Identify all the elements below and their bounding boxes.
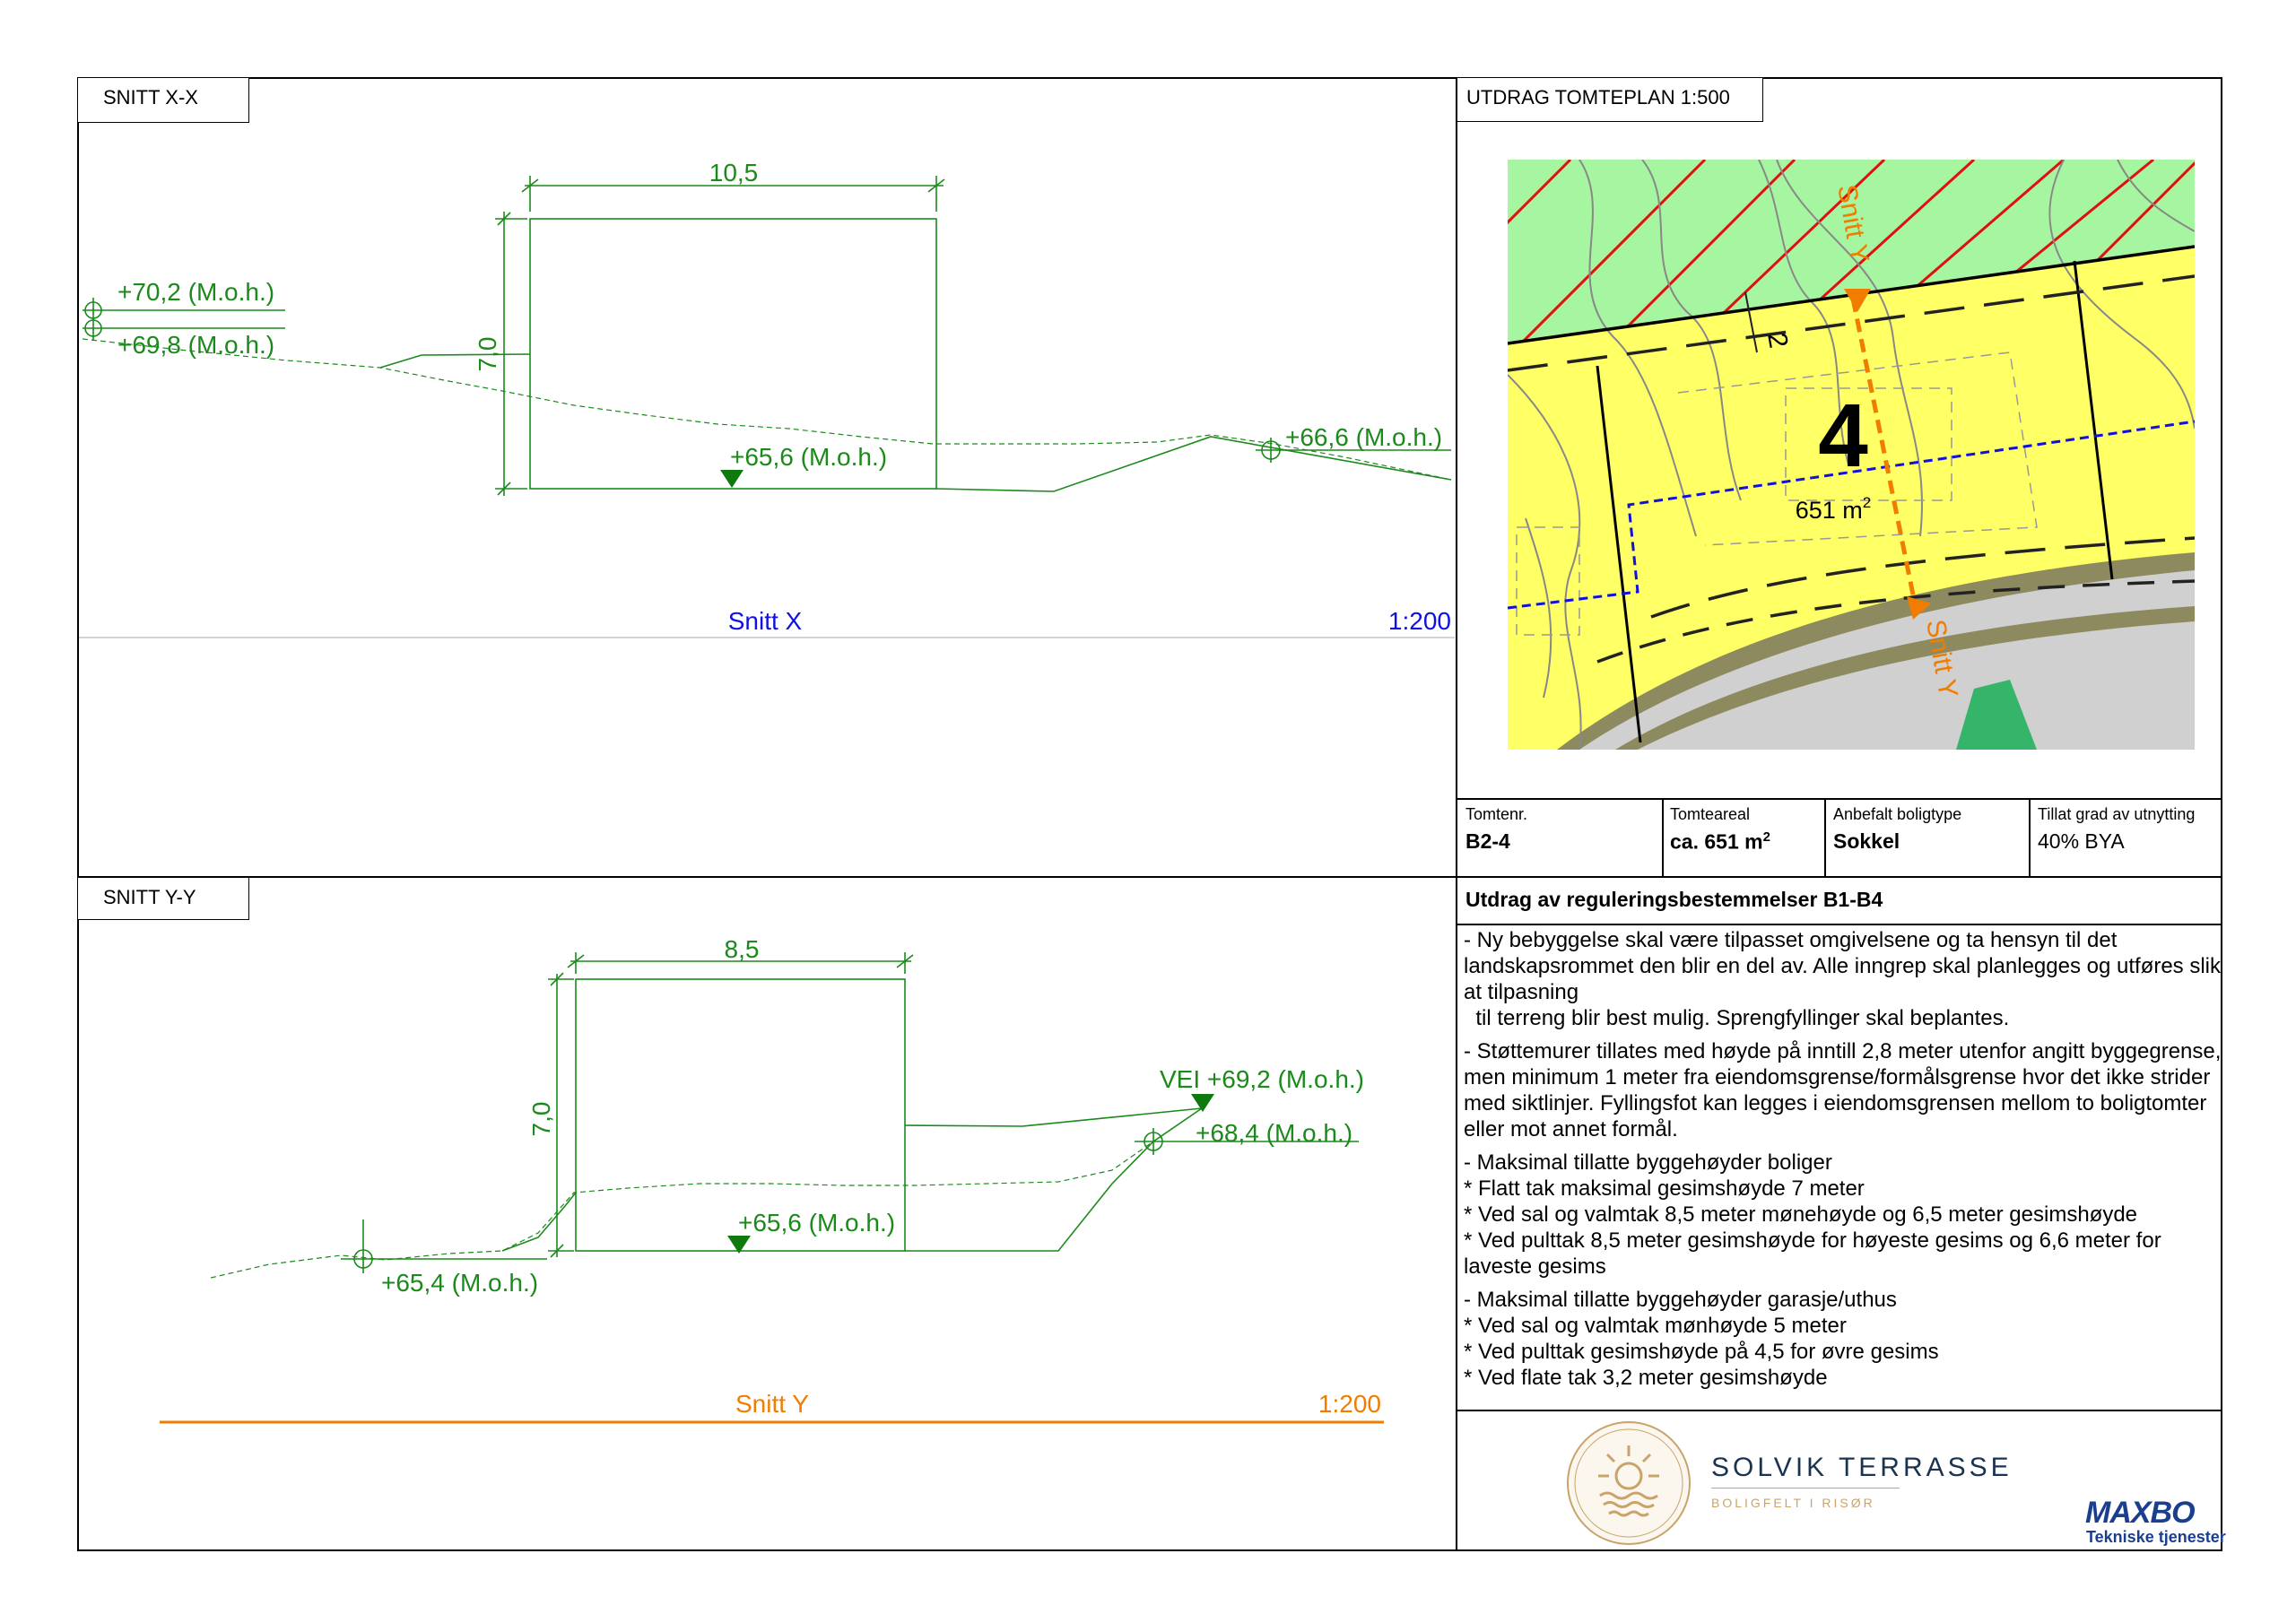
snitt-x-label: Snitt X	[728, 607, 803, 635]
vertical-divider	[1456, 77, 1457, 1551]
maxbo-logo: MAXBO	[2085, 1496, 2196, 1530]
tomteplan-title: UTDRAG TOMTEPLAN 1:500	[1457, 77, 1763, 122]
elev-road-y: VEI +69,2 (M.o.h.)	[1160, 1065, 1364, 1093]
bestemmelse-paragraph: - Støttemurer tillates med høyde på innt…	[1464, 1039, 2222, 1141]
snitt-x-scale: 1:200	[1388, 607, 1451, 635]
drawing-frame	[77, 77, 2222, 1551]
bestemmelse-paragraph: - Ny bebyggelse skal være tilpasset omgi…	[1464, 928, 2222, 1030]
snitt-y-scale: 1:200	[1318, 1390, 1381, 1418]
areal-value: ca. 651 m2	[1670, 829, 1770, 854]
snitt-xx-title: SNITT X-X	[77, 77, 249, 123]
utnytting-value: 40% BYA	[2038, 829, 2125, 853]
tomtenr-value: B2-4	[1465, 829, 1510, 853]
project-sub: BOLIGFELT I RISØR	[1711, 1496, 1875, 1510]
elev-right-y: +68,4 (M.o.h.)	[1196, 1119, 1352, 1147]
tomteplan-map: 4 651 m2 Snitt Y Snitt Y 2	[1508, 160, 2195, 750]
elev-floor-x: +65,6 (M.o.h.)	[730, 443, 887, 471]
areal-label: Tomteareal	[1670, 805, 1751, 823]
info-col-divider-3	[2029, 798, 2031, 877]
elev-top1-x: +70,2 (M.o.h.)	[117, 278, 274, 306]
info-boligtype: Anbefalt boligtype Sokkel	[1833, 805, 1961, 854]
info-utnytting: Tillat grad av utnytting 40% BYA	[2038, 805, 2195, 854]
dim-height-y: 7,0	[527, 1102, 555, 1137]
dim-height-x: 7,0	[474, 337, 501, 372]
bestemmelser-text: - Ny bebyggelse skal være tilpasset omgi…	[1464, 927, 2226, 1398]
lot-area: 651 m2	[1796, 494, 1872, 524]
info-bottom-line	[1457, 876, 2222, 878]
snitt-yy-drawing: 8,5 7,0 VEI +69,2 (M.o.h.) +68,4 (M.o.h.…	[160, 935, 1384, 1424]
lot-number: 4	[1818, 386, 1868, 486]
project-name: SOLVIK TERRASSE	[1711, 1453, 2013, 1482]
elev-right-x: +66,6 (M.o.h.)	[1285, 423, 1442, 451]
info-tomteareal: Tomteareal ca. 651 m2	[1670, 805, 1770, 855]
snitt-xx-drawing: 10,5 7,0 +70,2 (M.o.h.) +69,8 (M.o.h.) +…	[79, 159, 1455, 638]
elev-top2-x: +69,8 (M.o.h.)	[117, 331, 274, 359]
dim-width-y: 8,5	[725, 935, 760, 963]
horizontal-divider-left	[77, 876, 1457, 878]
tomtenr-label: Tomtenr.	[1465, 805, 1528, 823]
plan-bottom-line	[1457, 798, 2222, 800]
heading-bottom-line	[1457, 924, 2222, 925]
branding-top-line	[1457, 1410, 2222, 1411]
snitt-y-label: Snitt Y	[735, 1390, 809, 1418]
info-col-divider-2	[1824, 798, 1826, 877]
elev-left-y: +65,4 (M.o.h.)	[381, 1269, 538, 1297]
solvik-logo	[1567, 1421, 1691, 1545]
snitt-yy-title: SNITT Y-Y	[77, 877, 249, 920]
building-outline-x	[529, 218, 937, 490]
boligtype-value: Sokkel	[1833, 829, 1900, 853]
bestemmelse-paragraph: - Maksimal tillatte byggehøyder garasje/…	[1464, 1288, 1939, 1390]
boligtype-label: Anbefalt boligtype	[1833, 805, 1962, 823]
info-col-divider-1	[1662, 798, 1664, 877]
utnytting-label: Tillat grad av utnytting	[2038, 805, 2196, 823]
info-tomtenr: Tomtenr. B2-4	[1465, 805, 1527, 854]
dim-width-x: 10,5	[709, 159, 759, 187]
bestemmelse-paragraph: - Maksimal tillatte byggehøyder boliger …	[1464, 1150, 2161, 1279]
dim-label-2: 2	[1761, 330, 1793, 350]
maxbo-sub: Tekniske tjenester	[2086, 1528, 2226, 1546]
elev-floor-y: +65,6 (M.o.h.)	[738, 1209, 895, 1237]
bestemmelser-heading: Utdrag av reguleringsbestemmelser B1-B4	[1465, 888, 1883, 911]
